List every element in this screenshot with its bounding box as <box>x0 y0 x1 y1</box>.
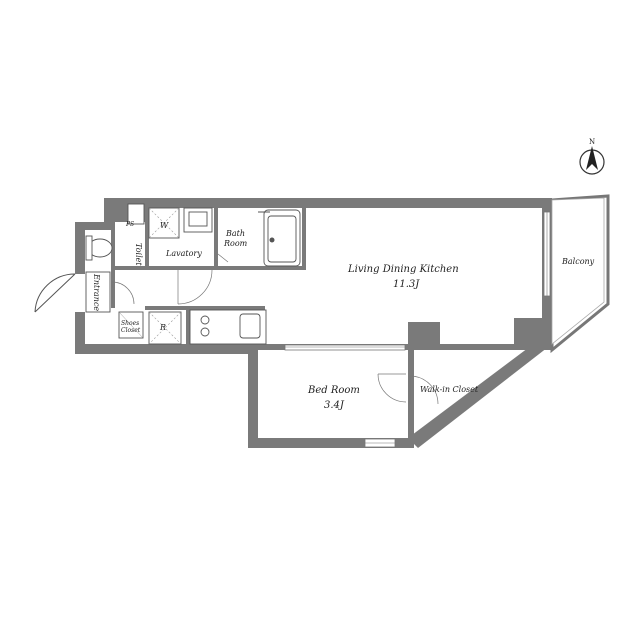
refrigerator-label: R <box>159 323 166 332</box>
bedroom-size: 3.4J <box>324 400 345 411</box>
bath-room-name-line1: Bath <box>225 229 245 238</box>
compass-label: N <box>589 138 595 146</box>
toilet-name: Toilet <box>134 243 143 266</box>
room-labels: Living Dining Kitchen 11.3J Bed Room 3.4… <box>92 221 595 411</box>
stove-burner-icon <box>200 315 210 325</box>
lavatory-name: Lavatory <box>165 249 202 258</box>
bedroom-name: Bed Room <box>307 385 360 396</box>
shoes-closet-line2: Closet <box>121 327 141 334</box>
ldk-name: Living Dining Kitchen <box>347 264 459 275</box>
shoes-closet-line1: Shoes <box>121 320 139 327</box>
north-compass: N <box>579 138 605 175</box>
windows <box>284 211 551 448</box>
balcony-name: Balcony <box>561 257 595 266</box>
entrance-name: Entrance <box>92 273 101 311</box>
washer-label: W <box>160 221 169 230</box>
fixtures <box>85 203 301 345</box>
kitchen-sink-icon <box>239 313 261 339</box>
doors <box>34 253 439 405</box>
walls <box>75 198 552 448</box>
walk-in-closet-name: Walk-in Closet <box>420 385 479 394</box>
ps-label: PS <box>125 221 134 228</box>
balcony-outline <box>550 194 610 354</box>
ldk-size: 11.3J <box>393 279 420 290</box>
bath-room-name-line2: Room <box>223 239 248 248</box>
